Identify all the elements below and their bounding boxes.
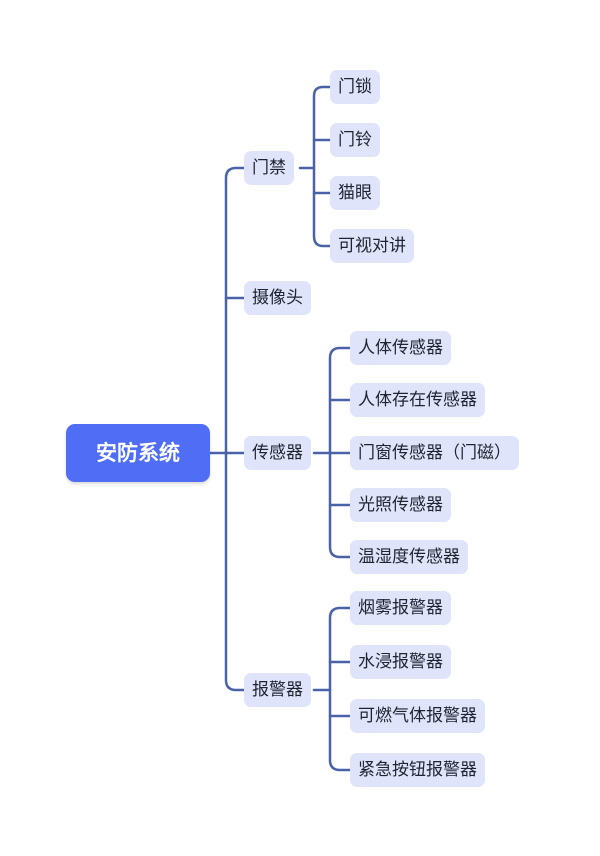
connector-access-bottom — [312, 166, 332, 248]
leaf-node-doorbell[interactable]: 门铃 — [330, 123, 380, 157]
connector-alarms-bottom — [328, 688, 352, 772]
leaf-node-body-sensor[interactable]: 人体传感器 — [350, 331, 451, 365]
leaf-node-light-sensor[interactable]: 光照传感器 — [350, 488, 451, 522]
leaf-node-video-intercom[interactable]: 可视对讲 — [330, 229, 414, 263]
leaf-node-temp-humidity-sensor[interactable]: 温湿度传感器 — [350, 540, 468, 574]
leaf-node-emergency-button-alarm[interactable]: 紧急按钮报警器 — [350, 753, 485, 787]
leaf-node-smoke-alarm[interactable]: 烟雾报警器 — [350, 591, 451, 625]
connector-sensors — [312, 346, 352, 455]
connector-root — [208, 166, 246, 455]
branch-node-sensors[interactable]: 传感器 — [244, 436, 311, 470]
leaf-node-peephole[interactable]: 猫眼 — [330, 176, 380, 210]
leaf-node-door-window-sensor[interactable]: 门窗传感器（门磁） — [350, 436, 519, 470]
branch-node-alarms[interactable]: 报警器 — [244, 673, 311, 707]
root-node[interactable]: 安防系统 — [66, 424, 210, 482]
leaf-node-gas-alarm[interactable]: 可燃气体报警器 — [350, 699, 485, 733]
branch-node-access-control[interactable]: 门禁 — [244, 151, 294, 185]
connector-root-bottom — [224, 451, 246, 692]
connector-access — [298, 85, 332, 170]
connector-sensors-bottom — [328, 451, 352, 559]
leaf-node-presence-sensor[interactable]: 人体存在传感器 — [350, 383, 485, 417]
leaf-node-door-lock[interactable]: 门锁 — [330, 70, 380, 104]
connector-alarms — [312, 606, 352, 692]
leaf-node-water-alarm[interactable]: 水浸报警器 — [350, 645, 451, 679]
branch-node-camera[interactable]: 摄像头 — [244, 281, 311, 315]
